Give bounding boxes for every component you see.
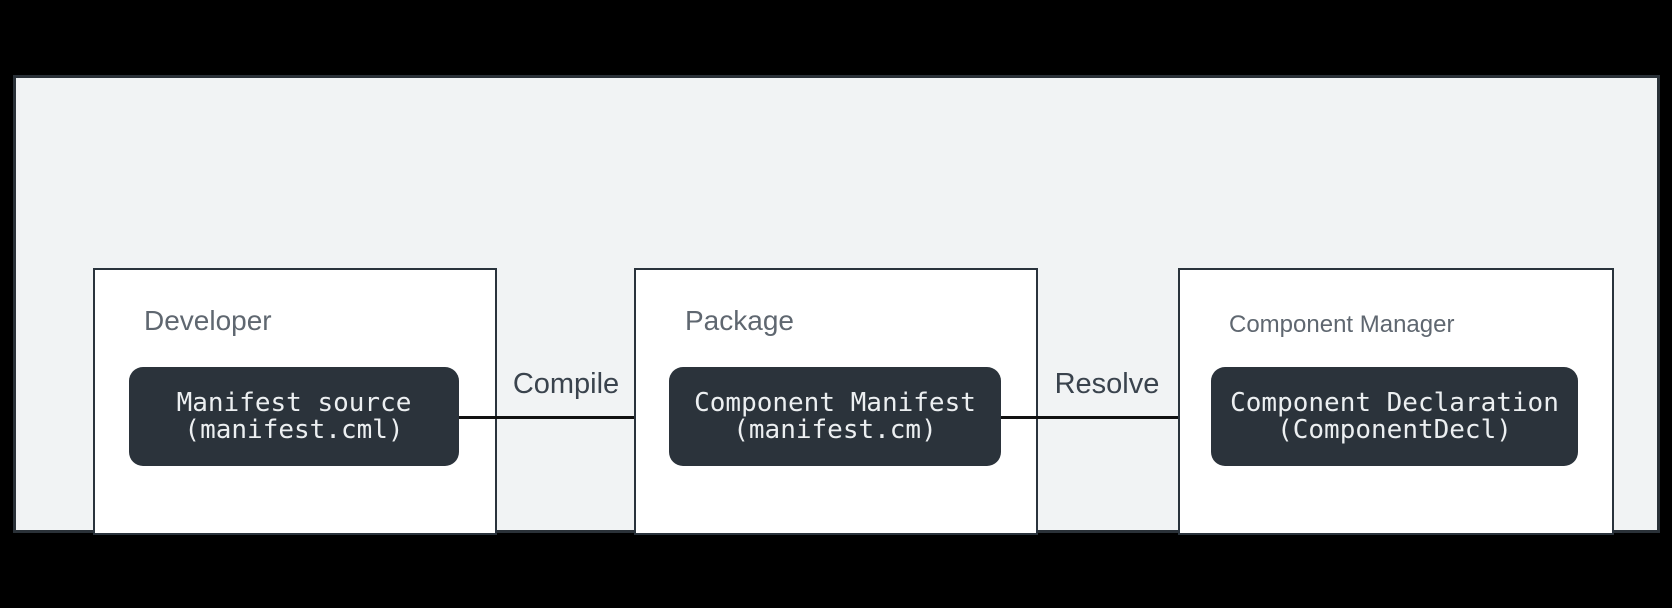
node-component-manager-label: Component Manager xyxy=(1229,311,1455,338)
pill-component-declaration-line2: (ComponentDecl) xyxy=(1277,414,1512,445)
pill-manifest-source-line1: Manifest source xyxy=(176,387,412,418)
pill-component-manifest: Component Manifest (manifest.cm) xyxy=(669,367,1001,466)
pill-manifest-source-line2: (manifest.cml) xyxy=(184,414,404,445)
pill-component-manifest-line2: (manifest.cm) xyxy=(733,414,937,445)
pill-component-manifest-line1: Component Manifest xyxy=(694,387,976,418)
edge-label-resolve: Resolve xyxy=(1054,368,1160,400)
node-package-label: Package xyxy=(685,305,794,336)
pill-manifest-source: Manifest source (manifest.cml) xyxy=(129,367,459,466)
edge-label-compile: Compile xyxy=(512,368,620,400)
resolve-arrow-line xyxy=(1001,416,1181,419)
compile-arrow-line xyxy=(459,416,641,419)
pill-component-declaration-line1: Component Declaration xyxy=(1230,387,1559,418)
pill-component-declaration: Component Declaration (ComponentDecl) xyxy=(1211,367,1578,466)
diagram-panel: Developer Manifest source (manifest.cml)… xyxy=(13,75,1660,535)
node-developer-label: Developer xyxy=(144,305,272,336)
